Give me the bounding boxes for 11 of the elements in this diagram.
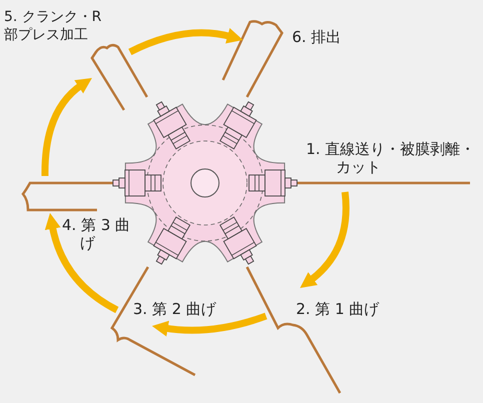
stage-label: 2. 第 1 曲げ [296,300,380,318]
stage-label: 4. 第 3 曲げ [62,216,142,252]
stage-label: 5. クランク・R 部プレス加工 [4,8,106,44]
curved-arrow [42,78,92,176]
curved-arrow [45,213,119,314]
curved-arrow [300,192,350,288]
stage-label: 3. 第 2 曲げ [133,300,216,318]
curved-arrow [152,312,268,336]
curved-arrow [128,28,244,56]
stage-label: 6. 排出 [292,28,342,46]
stage-label: 1. 直線送り・被膜剥離・カット [306,140,482,176]
